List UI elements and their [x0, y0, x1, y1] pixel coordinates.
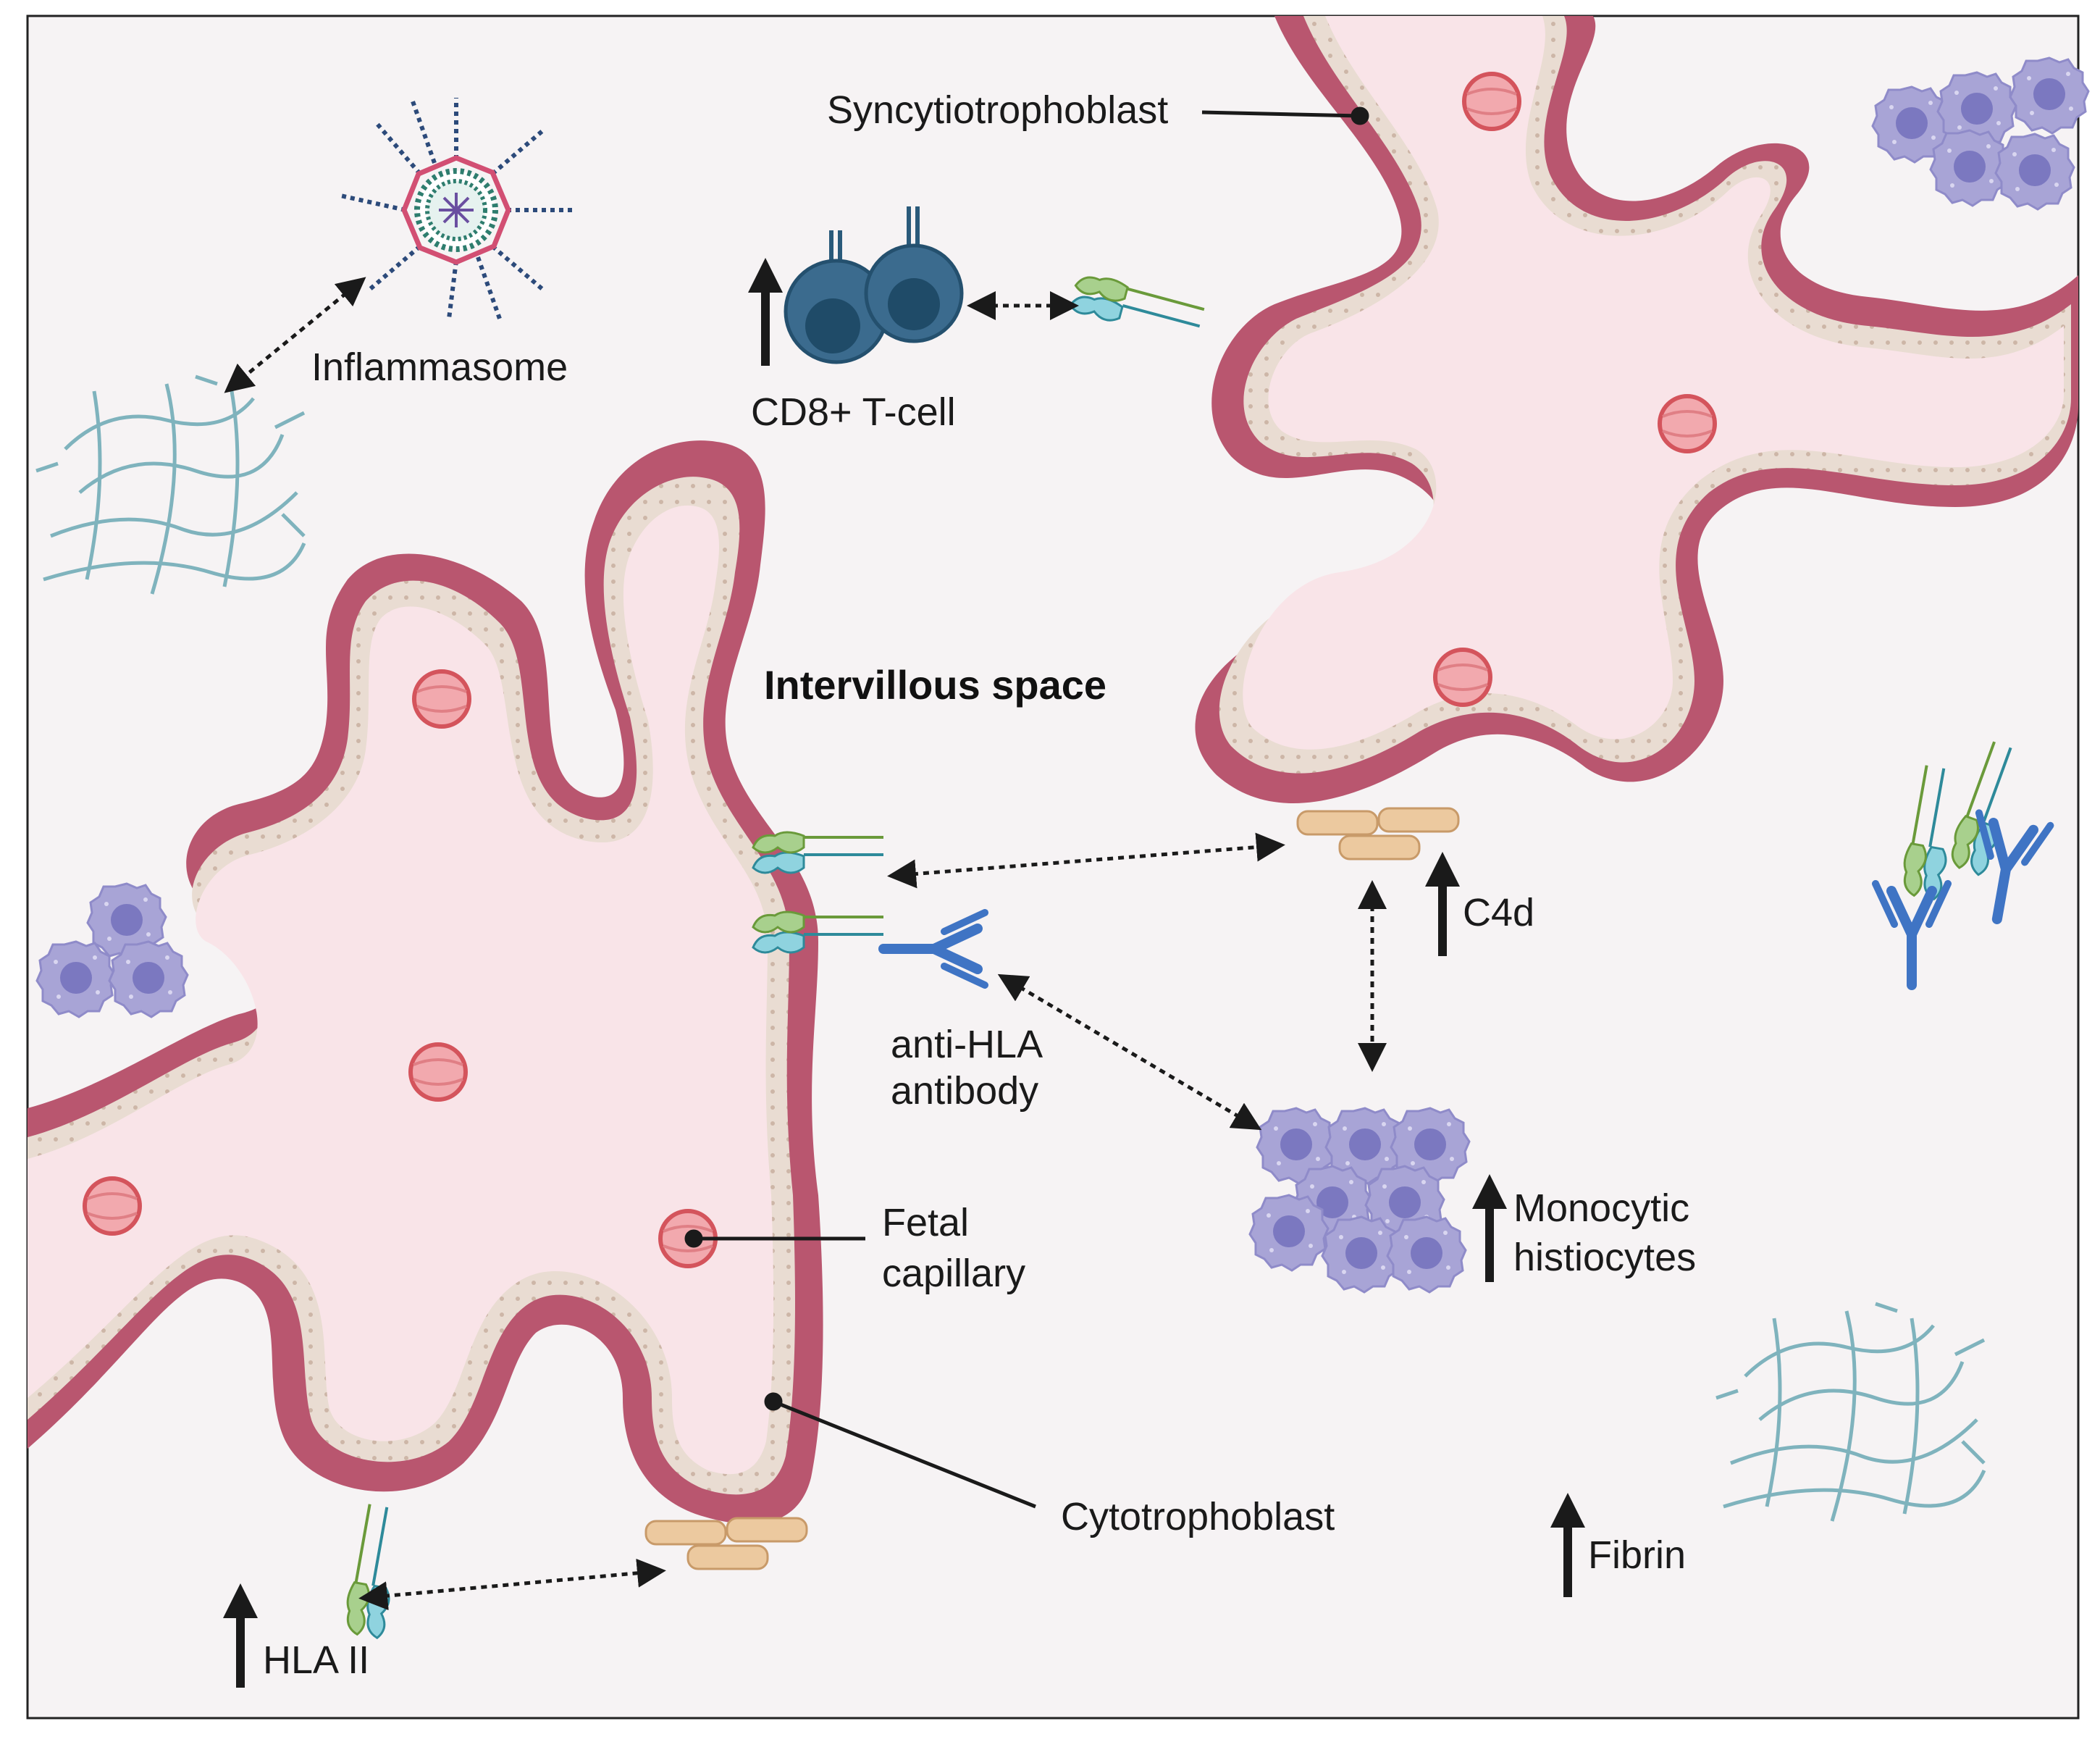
label-anti-hla-line2: antibody: [891, 1069, 1038, 1113]
label-hla-ii: HLA II: [263, 1638, 369, 1682]
label-c4d: C4d: [1463, 891, 1534, 934]
fetal-capillary-icon: [414, 671, 469, 726]
label-monocytic-line2: histiocytes: [1513, 1236, 1696, 1279]
left-villus: [28, 440, 823, 1525]
label-cytotrophoblast: Cytotrophoblast: [1061, 1495, 1335, 1538]
interaction-arrows: [224, 277, 1387, 1611]
label-fibrin: Fibrin: [1588, 1533, 1686, 1577]
right-villus: [1195, 16, 2078, 803]
label-inflammasome: Inflammasome: [311, 346, 568, 389]
fetal-capillary-icon: [1464, 74, 1519, 129]
label-monocytic-line1: Monocytic: [1513, 1186, 1689, 1230]
fetal-capillary-icon: [1660, 396, 1715, 451]
label-cd8-t-cell: CD8+ T-cell: [751, 390, 956, 434]
increase-arrows: [223, 258, 1585, 1688]
label-syncytiotrophoblast: Syncytiotrophoblast: [827, 88, 1168, 132]
label-intervillous-space: Intervillous space: [764, 662, 1106, 708]
fetal-capillary-icon: [411, 1044, 466, 1100]
cd8-t-cell-icon: [784, 206, 964, 364]
label-anti-hla-line1: anti-HLA: [891, 1023, 1043, 1066]
inflammasome-icon: [340, 98, 572, 319]
label-fetal-line2: capillary: [882, 1252, 1025, 1295]
fetal-capillary-icon: [85, 1178, 140, 1234]
fetal-capillary-icon: [1435, 650, 1490, 705]
histiocyte-cluster-icon: [1248, 1107, 1471, 1294]
label-fetal-line1: Fetal: [882, 1201, 969, 1244]
leader-lines: [684, 106, 1369, 1509]
